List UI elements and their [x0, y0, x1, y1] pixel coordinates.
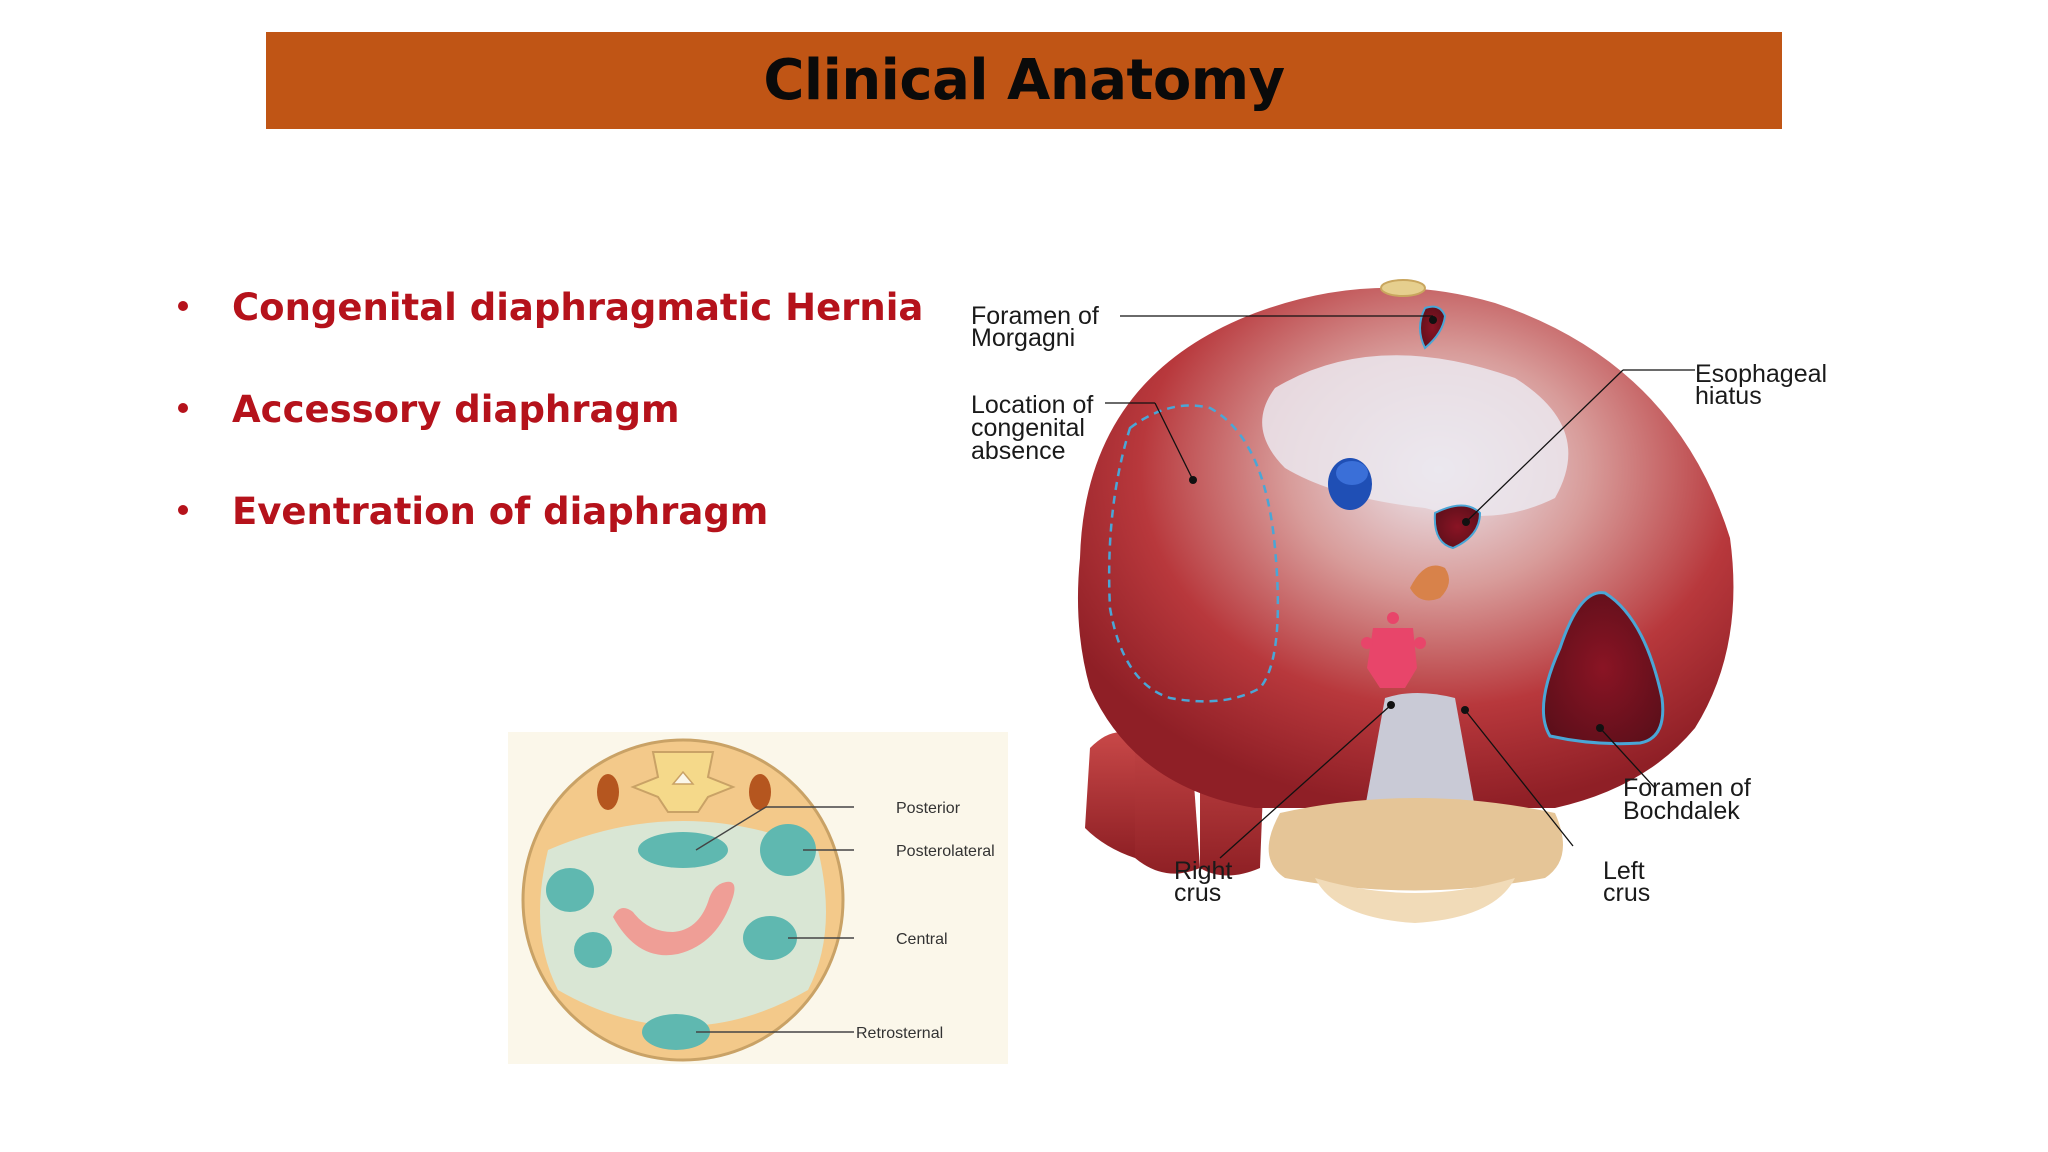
label-right-crus-line2: crus	[1174, 879, 1221, 907]
leader-line	[1464, 709, 1574, 847]
label-esophageal-hiatus-line1: Esophageal	[1695, 360, 1827, 388]
pointer-dot	[1429, 316, 1437, 324]
label-esophageal-hiatus-line2: hiatus	[1695, 382, 1762, 410]
posterior-defect	[638, 832, 728, 868]
leader-line	[695, 806, 767, 851]
central-tendon-shape	[613, 881, 735, 956]
label-right-crus-line1: Right	[1174, 857, 1232, 885]
lumbar-vertebra	[1268, 798, 1563, 891]
bullet-dot-icon	[178, 505, 188, 515]
label-posterolateral: Posterolateral	[896, 843, 995, 860]
label-left-crus-line2: crus	[1603, 879, 1650, 907]
esophageal-hiatus	[1433, 504, 1482, 550]
muscle-block	[1085, 732, 1135, 858]
leader-line	[1154, 402, 1194, 481]
aorta-branch	[1361, 637, 1373, 649]
label-foramen-of-bochdalek-line2: Bochdalek	[1623, 797, 1740, 825]
aorta-branch	[1414, 637, 1426, 649]
posterolateral-defect	[760, 824, 816, 876]
leader-line	[1599, 727, 1656, 789]
esophagus-icon	[1410, 565, 1449, 601]
foramen-of-morgagni	[1419, 305, 1447, 350]
label-foramen-of-bochdalek-line1: Foramen of	[1623, 774, 1751, 802]
foramen-of-bochdalek	[1541, 591, 1665, 746]
label-congenital-absence-line1: Location of	[971, 391, 1093, 419]
anterolateral-defect	[574, 932, 612, 968]
diaphragm-illustration: Foramen of Morgagni Location of congenit…	[971, 279, 1827, 923]
label-foramen-of-morgagni-line1: Foramen of	[971, 302, 1099, 330]
bullet-item: Congenital diaphragmatic Hernia	[172, 278, 923, 380]
leader-line	[1219, 704, 1392, 859]
label-central: Central	[896, 931, 948, 948]
aorta-branch	[1387, 612, 1399, 624]
vertebra-process	[1315, 878, 1515, 923]
crus-tendon	[1365, 693, 1475, 808]
bullet-list: Congenital diaphragmatic Hernia Accessor…	[172, 278, 923, 584]
central-defect	[743, 916, 797, 960]
bullet-dot-icon	[178, 403, 188, 413]
label-congenital-absence-line2: congenital	[971, 414, 1085, 442]
label-retrosternal: Retrosternal	[856, 1025, 943, 1042]
bullet-item: Eventration of diaphragm	[172, 482, 923, 584]
label-left-crus-line1: Left	[1603, 857, 1645, 885]
spinal-canal-icon	[671, 770, 695, 785]
bullet-dot-icon	[178, 301, 188, 311]
bullet-item: Accessory diaphragm	[172, 380, 923, 482]
slide-title: Clinical Anatomy	[763, 48, 1285, 113]
label-posterior: Posterior	[896, 800, 961, 817]
retrosternal-defect	[642, 1014, 710, 1050]
right-kidney-icon	[597, 774, 619, 810]
xiphoid-process	[1380, 279, 1426, 297]
vena-cava-opening	[1336, 461, 1368, 485]
left-lateral-defect	[546, 868, 594, 912]
bullet-text: Eventration of diaphragm	[232, 490, 769, 533]
diaphragm-inner	[540, 821, 826, 1026]
label-foramen-of-morgagni-line2: Morgagni	[971, 324, 1075, 352]
bullet-text: Congenital diaphragmatic Hernia	[232, 286, 924, 329]
leader-line	[1465, 369, 1624, 523]
aorta-icon	[1367, 628, 1417, 688]
left-kidney-icon	[749, 774, 771, 810]
label-congenital-absence-line3: absence	[971, 437, 1066, 465]
hernia-sites-diagram: Posterior Posterolateral Central Retrost…	[508, 732, 1008, 1064]
title-bar: Clinical Anatomy	[266, 32, 1782, 129]
bullet-text: Accessory diaphragm	[232, 388, 680, 431]
